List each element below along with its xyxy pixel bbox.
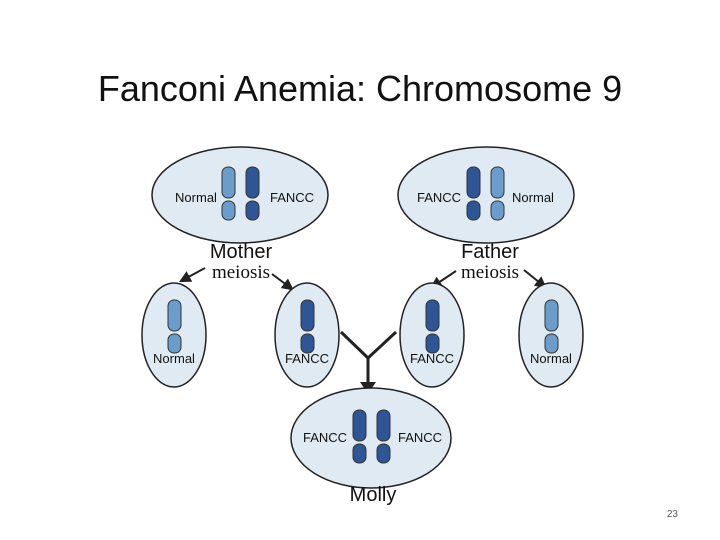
mother-fancc-label: FANCC <box>270 190 314 205</box>
gamete-3: FANCC <box>399 282 465 388</box>
father-cell: FANCC Normal <box>397 146 575 244</box>
gamete-3-label: FANCC <box>410 351 454 366</box>
father-cell-body <box>397 146 575 244</box>
mother-cell: Normal FANCC <box>151 146 329 244</box>
child-cell-body <box>290 387 452 489</box>
father-label: Father <box>461 241 519 263</box>
gamete-1-label: Normal <box>153 351 195 366</box>
gamete-4: Normal <box>518 282 584 388</box>
mother-label: Mother <box>210 241 273 263</box>
mother-normal-chromosome <box>221 166 236 221</box>
father-arrow-right <box>523 269 547 289</box>
child-fancc-chromosome-right <box>376 409 391 464</box>
mother-meiosis-label: meiosis <box>212 262 270 283</box>
gamete-1: Normal <box>141 282 207 388</box>
father-fancc-chromosome <box>466 166 481 221</box>
child-fancc-label-right: FANCC <box>398 430 442 445</box>
gamete-2-label: FANCC <box>285 351 329 366</box>
mother-normal-label: Normal <box>175 190 217 205</box>
mother-fancc-chromosome <box>245 166 260 221</box>
child-fancc-chromosome-left <box>352 409 367 464</box>
mother-arrow-right <box>271 273 294 291</box>
gamete-2: FANCC <box>274 282 340 388</box>
father-meiosis-label: meiosis <box>461 262 519 283</box>
mother-cell-body <box>151 146 329 244</box>
child-cell: FANCC FANCC <box>290 387 452 489</box>
gamete-4-label: Normal <box>530 351 572 366</box>
mother-arrow-left <box>178 267 206 283</box>
fertilization-arrow <box>339 330 398 394</box>
slide-title: Fanconi Anemia: Chromosome 9 <box>97 68 623 109</box>
page-number: 23 <box>666 509 678 520</box>
child-name-label: Molly <box>350 484 397 506</box>
father-normal-chromosome <box>490 166 505 221</box>
father-fancc-label: FANCC <box>417 190 461 205</box>
father-normal-label: Normal <box>512 190 554 205</box>
child-fancc-label-left: FANCC <box>303 430 347 445</box>
